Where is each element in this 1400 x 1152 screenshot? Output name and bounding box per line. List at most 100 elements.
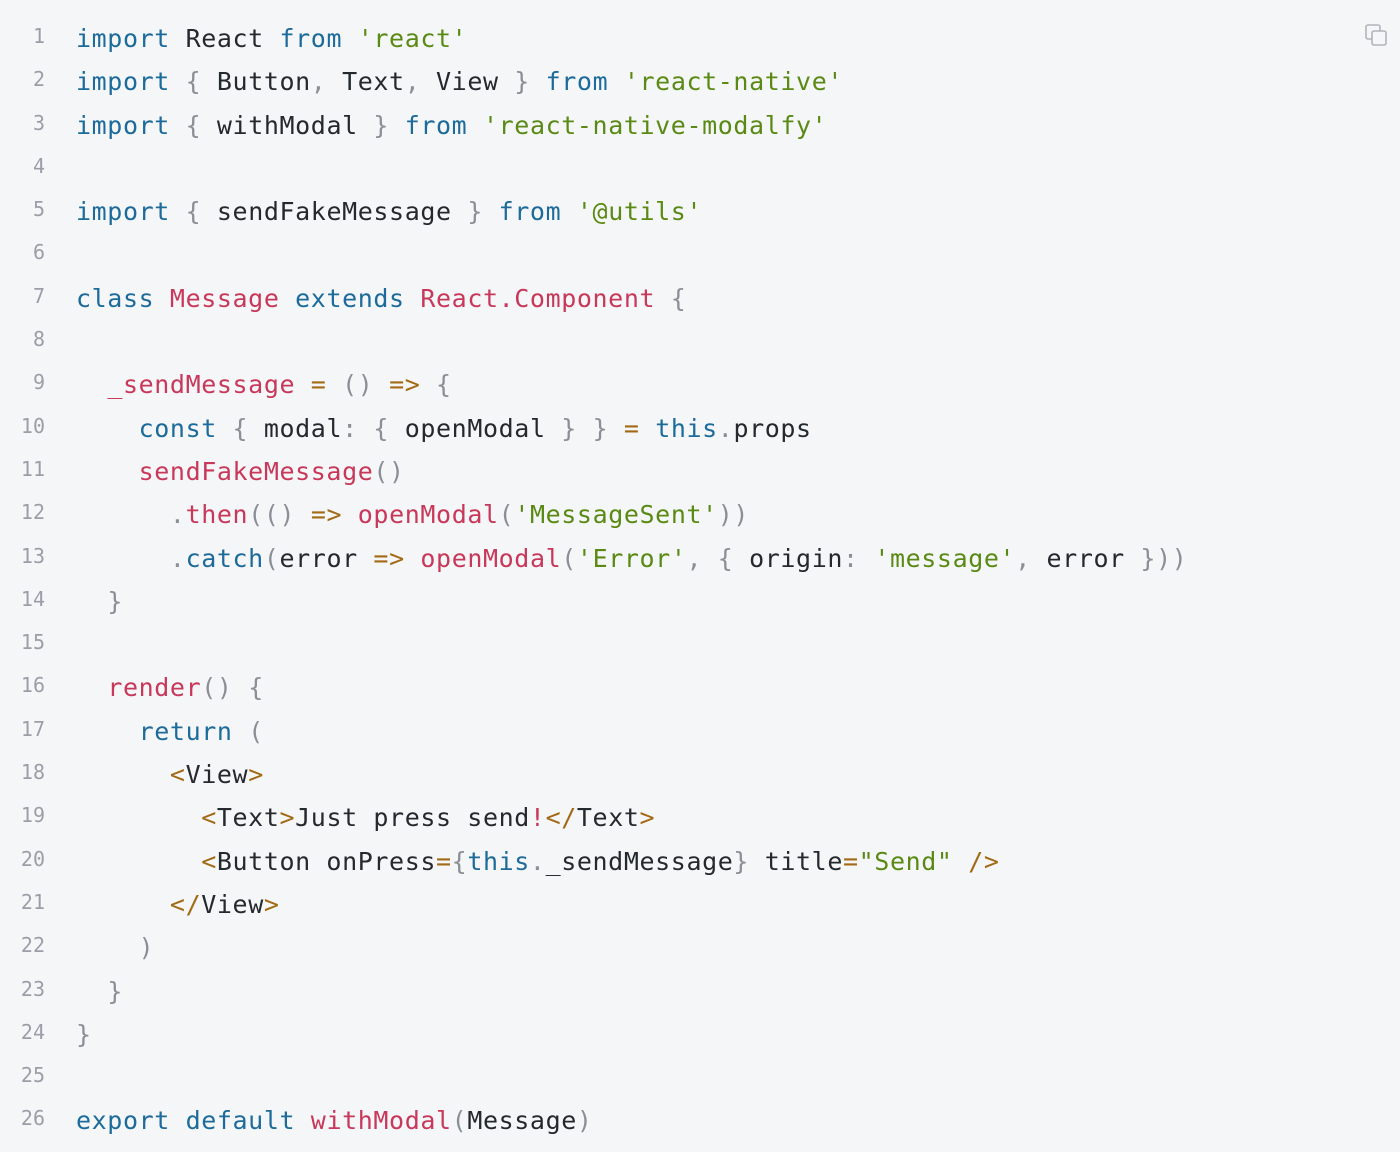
code-token-punct: { (670, 283, 687, 313)
code-token-string: 'react' (357, 24, 468, 53)
code-token-op: > (248, 760, 264, 790)
line-number: 13 (20, 543, 45, 568)
code-token-punct: } (514, 67, 530, 97)
code-token-plain (295, 500, 311, 529)
code-token-keyword: export (76, 1106, 170, 1136)
code-token-plain (342, 24, 358, 53)
code-line: 21 </View> (0, 883, 1400, 926)
code-token-plain (702, 544, 718, 573)
code-token-plain (76, 977, 107, 1006)
line-number: 2 (32, 67, 45, 92)
code-token-plain: Button onPress (216, 846, 436, 876)
line-number: 7 (32, 283, 45, 308)
code-token-punct: , (404, 67, 421, 97)
code-token-punct: } (76, 1019, 92, 1049)
code-token-punct: ) (576, 1106, 593, 1136)
code-token-punct: { (373, 413, 390, 443)
line-number: 15 (20, 630, 45, 655)
code-token-punct: . (717, 413, 734, 443)
code-token-name: Message (169, 283, 280, 313)
code-token-plain: View (201, 889, 264, 919)
code-token-keyword: from (545, 67, 609, 97)
code-token-op: < (201, 846, 217, 876)
code-token-plain: Text (216, 803, 280, 833)
code-token-plain (76, 370, 107, 399)
line-number: 9 (32, 370, 45, 395)
code-token-plain: props (733, 413, 812, 443)
line-number: 1 (32, 24, 45, 48)
code-token-plain: openModal (389, 413, 562, 443)
code-token-plain: withModal (201, 110, 374, 140)
code-token-op: = (436, 846, 452, 876)
code-token-plain (233, 717, 249, 746)
code-token-plain (420, 370, 436, 399)
code-line: 16 render() { (0, 666, 1400, 709)
code-token-punct: } (373, 110, 390, 140)
code-token-punct: ( (498, 500, 515, 530)
line-number: 26 (20, 1106, 45, 1131)
code-line: 14 } (0, 580, 1400, 623)
code-token-punct: { (436, 370, 452, 400)
code-token-name: ! (529, 803, 546, 833)
code-token-plain (389, 111, 405, 140)
code-token-string: 'message' (874, 543, 1016, 573)
code-token-name: openModal (420, 543, 562, 573)
code-token-plain (279, 284, 295, 313)
line-number: 8 (32, 327, 45, 352)
code-line: 23 } (0, 970, 1400, 1013)
line-content: .then(() => openModal('MessageSent')) (76, 493, 749, 536)
line-number: 10 (20, 413, 45, 438)
code-token-punct: })) (1140, 543, 1188, 573)
code-token-punct: )) (717, 500, 750, 530)
code-token-punct: } (561, 413, 577, 443)
code-token-string: 'react-native-modalfy' (482, 110, 828, 140)
code-token-punct: } (107, 976, 123, 1006)
code-token-keyword: from (279, 24, 343, 53)
code-token-plain (373, 370, 389, 399)
code-token-plain (326, 370, 342, 399)
code-token-keyword: this (655, 413, 718, 443)
line-content: } (76, 580, 123, 623)
copy-button[interactable] (1362, 22, 1390, 50)
code-token-punct: { (185, 110, 202, 140)
code-token-plain: Button (201, 67, 311, 97)
code-token-op: < (201, 803, 217, 833)
code-token-keyword: this (467, 846, 530, 876)
code-token-plain (76, 803, 201, 832)
code-token-punct: ) (138, 933, 155, 963)
code-token-plain: modal (248, 413, 343, 443)
line-number: 20 (20, 846, 45, 871)
line-number: 25 (20, 1063, 45, 1088)
code-token-plain (859, 544, 875, 573)
code-line: 12 .then(() => openModal('MessageSent')) (0, 493, 1400, 536)
code-token-plain: _sendMessage (545, 846, 734, 876)
line-number: 4 (32, 153, 45, 178)
line-content: import { withModal } from 'react-native-… (76, 104, 827, 147)
code-token-plain (76, 673, 107, 702)
code-token-punct: } (467, 197, 483, 227)
code-token-punct: { (248, 673, 264, 703)
code-token-plain (170, 1106, 186, 1135)
code-token-plain (76, 500, 170, 529)
line-content: import { sendFakeMessage } from '@utils' (76, 190, 702, 233)
code-token-plain (76, 760, 170, 789)
code-line: 20 <Button onPress={this._sendMessage} t… (0, 840, 1400, 883)
code-token-plain (170, 67, 186, 96)
line-number: 24 (20, 1019, 45, 1044)
code-token-plain (76, 717, 139, 746)
code-line: 24} (0, 1013, 1400, 1056)
code-token-punct: , (686, 543, 703, 573)
code-line: 26 export default withModal(Message) (0, 1099, 1400, 1142)
code-token-punct: { (185, 197, 202, 227)
code-token-plain (76, 414, 139, 443)
code-token-keyword: import (76, 197, 170, 227)
code-token-punct: ( (561, 543, 577, 573)
line-content: export default withModal(Message) (76, 1099, 593, 1142)
code-token-plain (358, 414, 374, 443)
code-line: 25 (0, 1056, 1400, 1099)
code-token-plain: error (279, 543, 374, 573)
